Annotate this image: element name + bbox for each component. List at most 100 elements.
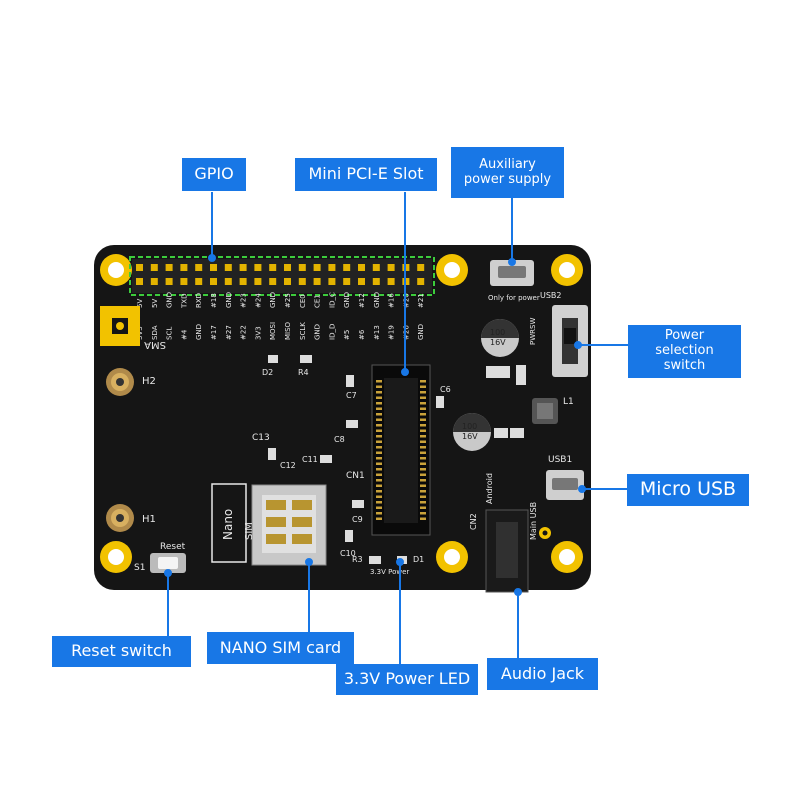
reset-silk: Reset — [160, 542, 186, 552]
cap2-value: 100 — [462, 422, 477, 431]
pcie-pin — [420, 435, 426, 438]
gpio-pin — [239, 264, 247, 271]
cap1-value: 100 — [490, 328, 505, 337]
gpio-pin — [224, 264, 232, 271]
power-select-callout: Power selection switch — [628, 325, 741, 378]
gpio-pin — [417, 278, 425, 285]
gpio-pin — [358, 278, 365, 285]
pcie-pin — [376, 495, 382, 498]
pcie-pin — [420, 506, 426, 509]
micro-usb-callout: Micro USB — [627, 474, 749, 506]
gpio-pin-label: GND — [195, 324, 203, 340]
gpio-pin-label: CE1 — [314, 294, 322, 308]
pcie-pin — [420, 407, 426, 410]
pcie-pin — [420, 418, 426, 421]
android-silk: Android — [485, 473, 494, 504]
pcie-pin — [376, 512, 382, 515]
gpio-pin-label: #23 — [240, 293, 248, 308]
gpio-pin — [254, 264, 262, 271]
pcie-pin — [420, 424, 426, 427]
gpio-pin-label: #20 — [402, 293, 410, 308]
pcie-pin — [420, 396, 426, 399]
h1-antenna-connector: H1 — [106, 504, 156, 532]
sim-contact — [266, 500, 286, 510]
pcie-pin — [376, 407, 382, 410]
sim-card-slot: Nano SIM — [211, 483, 327, 566]
h2-label: H2 — [142, 376, 156, 387]
gpio-pin-label: #13 — [373, 325, 381, 340]
gpio-pin — [284, 264, 291, 271]
gpio-pin — [343, 264, 351, 271]
pcie-pin — [376, 402, 382, 405]
gpio-pin-label: #6 — [358, 329, 366, 340]
pcie-pin — [420, 446, 426, 449]
gpio-pin — [180, 264, 188, 271]
pwrsw-silk: PWRSW — [529, 318, 537, 345]
pcie-pin — [420, 385, 426, 388]
gpio-pin — [328, 278, 336, 285]
pcie-pin — [376, 385, 382, 388]
gpio-pin-label: #4 — [180, 329, 188, 340]
sim-contact — [266, 534, 286, 544]
gpio-pin — [402, 264, 410, 271]
pcie-pin — [376, 462, 382, 465]
gpio-pin-label: GND — [314, 324, 322, 340]
gpio-pin — [298, 264, 306, 271]
main-usb-port: USB1 Main USB — [529, 455, 584, 540]
gpio-pin-label: #24 — [254, 293, 262, 308]
sim-contact — [292, 517, 312, 527]
c6-silk: C6 — [440, 385, 451, 394]
r4-silk: R4 — [298, 368, 309, 377]
cn1-label: CN1 — [346, 471, 365, 481]
gpio-pin — [150, 264, 158, 271]
c9-silk: C9 — [352, 515, 363, 524]
cn2-silk: CN2 — [469, 513, 478, 530]
cap1-voltage: 16V — [490, 338, 506, 347]
gpio-pin — [372, 264, 380, 271]
gpio-pin-label: #17 — [210, 325, 218, 340]
pcie-pin — [420, 490, 426, 493]
pcie-pin — [376, 391, 382, 394]
pcie-pin — [376, 418, 382, 421]
gpio-pin-label: #21 — [417, 293, 425, 308]
sma-label: SMA — [144, 339, 166, 350]
gpio-pin-label: GND — [225, 292, 233, 308]
d1-silk: D1 — [413, 555, 424, 564]
only-for-power-silk: Only for power — [488, 294, 540, 302]
pcie-pin — [420, 501, 426, 504]
usb2-silk: USB2 — [540, 291, 562, 300]
pcie-pin — [420, 451, 426, 454]
gpio-pin-label: #27 — [225, 325, 233, 340]
pcie-pin — [376, 440, 382, 443]
pcie-pin — [420, 517, 426, 520]
d2-silk: D2 — [262, 368, 273, 377]
main-usb-silk: Main USB — [529, 502, 538, 540]
gpio-pin-label: GND — [343, 292, 351, 308]
pcie-pin — [376, 429, 382, 432]
gpio-pin-label: MOSI — [269, 322, 277, 340]
pcie-pin — [376, 501, 382, 504]
gpio-pin — [298, 278, 306, 285]
gpio-pin-label: SCLK — [299, 322, 307, 340]
cap2-voltage: 16V — [462, 432, 478, 441]
sim-contact — [292, 534, 312, 544]
gpio-pin — [313, 278, 321, 285]
pcie-pin — [376, 473, 382, 476]
pcie-pin — [420, 484, 426, 487]
aux-power-callout: Auxiliary power supply — [451, 147, 564, 198]
pcie-pin — [420, 429, 426, 432]
pcie-pin — [376, 451, 382, 454]
pcie-pin — [420, 380, 426, 383]
mini-pcie-callout: Mini PCI-E Slot — [295, 158, 437, 191]
gpio-pin-label: #22 — [240, 325, 248, 340]
pcie-pin — [376, 446, 382, 449]
gpio-pin — [284, 278, 291, 285]
gpio-pin-label: #18 — [210, 293, 218, 308]
nano-sim-callout: NANO SIM card — [207, 632, 354, 664]
aux-usb-port: Only for power USB2 — [488, 260, 562, 302]
led-power-silk: 3.3V Power — [370, 568, 409, 576]
pcie-pin — [376, 517, 382, 520]
mounting-holes — [100, 254, 583, 573]
sma-pad: SMA — [100, 306, 166, 350]
